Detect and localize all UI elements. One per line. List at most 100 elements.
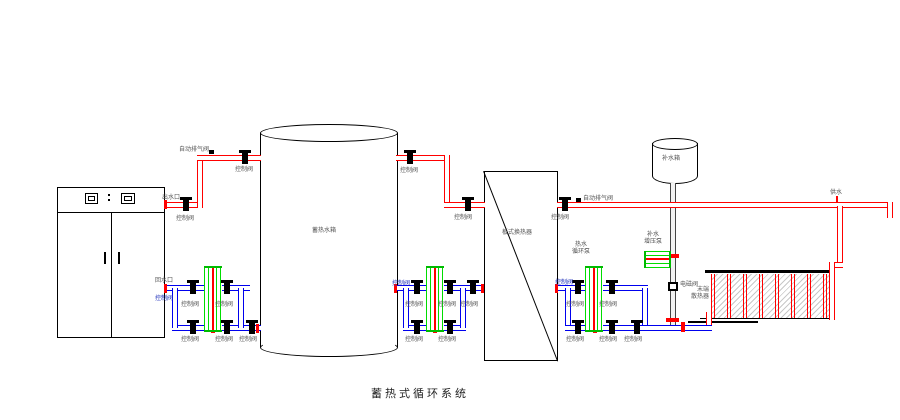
boiler-indicator-left-inner <box>88 196 95 201</box>
storage-tank-body <box>260 133 398 347</box>
valve-group3 <box>630 320 644 335</box>
group3-right-ubend <box>642 288 648 328</box>
control-valve-label: 控制阀 <box>566 336 585 343</box>
supply-label: 供水 <box>830 189 843 196</box>
solenoid-valve-label: 电磁阀 <box>680 281 699 288</box>
group3-top-header <box>558 285 648 291</box>
boiler-indicator-right-inner <box>124 196 132 201</box>
group2-circulation-pump <box>426 266 444 332</box>
outlet-port-label: 出水口 <box>162 194 181 201</box>
diagram-title: 蓄热式循环系统 <box>371 387 469 400</box>
heat-exchanger-body <box>484 171 558 361</box>
control-valve-label: 控制阀 <box>215 301 234 308</box>
valve-group2 <box>410 280 424 295</box>
valve-group2 <box>443 280 457 295</box>
control-valve-label: 控制阀 <box>155 295 174 302</box>
control-valve-label: 控制阀 <box>624 336 643 343</box>
auto-vent-label: 自动排气阀 <box>583 195 614 202</box>
control-valve-label: 控制阀 <box>551 214 570 221</box>
radiator-drop-elbow <box>829 262 843 268</box>
radiator-drop-pipe <box>837 206 843 266</box>
valve-tank-outlet <box>403 150 417 165</box>
control-valve-label: 控制阀 <box>176 215 195 222</box>
makeup-tank-label: 补水箱 <box>662 155 681 162</box>
boiler-door-divider <box>111 212 112 338</box>
return-pipe-flange <box>681 322 685 332</box>
control-valve-label: 控制阀 <box>405 336 424 343</box>
hx-left-flange <box>481 284 484 293</box>
group2-right-ubend <box>460 288 466 328</box>
makeup-booster-pump <box>644 251 671 268</box>
auto-vent-label: 自动排气阀 <box>179 146 210 153</box>
supply-label-tick <box>836 196 838 203</box>
control-valve-label: 控制阀 <box>599 301 618 308</box>
return-port-label: 回水口 <box>155 277 174 284</box>
control-valve-label: 控制阀 <box>438 336 457 343</box>
control-valve-label: 控制阀 <box>215 336 234 343</box>
group1-left-ubend <box>172 288 178 328</box>
valve-boiler-outlet <box>179 197 193 212</box>
valve-group1 <box>220 280 234 295</box>
radiator-label-line2: 散热器 <box>690 293 709 300</box>
boiler-door-handle-right <box>118 252 120 264</box>
control-valve-label: 控制阀 <box>405 301 424 308</box>
valve-group2 <box>443 320 457 335</box>
auto-vent-icon <box>576 198 581 202</box>
circulation-pump-label-line2: 循环泵 <box>571 248 590 255</box>
valve-group3 <box>571 320 585 335</box>
control-valve-label: 控制阀 <box>239 336 258 343</box>
valve-group2 <box>466 280 480 295</box>
valve-group1 <box>220 320 234 335</box>
control-valve-label: 控制阀 <box>555 279 574 286</box>
control-valve-label: 控制阀 <box>392 280 411 287</box>
valve-hx-outlet <box>558 197 572 212</box>
booster-pump-flange <box>666 254 679 258</box>
hx-inlet-pipe <box>444 202 485 208</box>
circulation-pump-label: 热水 循环泵 <box>569 241 593 255</box>
storage-tank-label: 蓄热水箱 <box>312 227 337 234</box>
boiler-door-handle-left <box>104 252 106 264</box>
control-valve-label: 控制阀 <box>400 167 419 174</box>
control-valve-label: 控制阀 <box>599 336 618 343</box>
radiator-label-line1: 末端 <box>696 286 709 293</box>
booster-pump-label-line2: 增压泵 <box>643 238 662 245</box>
booster-pump-label-line1: 补水 <box>646 231 659 238</box>
supply-end-hook <box>887 202 893 218</box>
valve-group3 <box>605 280 619 295</box>
makeup-tank-top <box>652 138 698 150</box>
radiator-body <box>711 274 829 318</box>
tank-inlet-pipe <box>197 155 261 161</box>
tank-outlet-pipe <box>396 155 450 161</box>
tank-right-flange <box>394 284 397 293</box>
valve-group1 <box>186 320 200 335</box>
control-valve-label: 控制阀 <box>181 336 200 343</box>
auto-vent-icon <box>209 150 214 154</box>
boiler-return-flange <box>164 284 167 293</box>
valve-group3 <box>605 320 619 335</box>
valve-group2 <box>410 320 424 335</box>
radiator-base-bar <box>688 321 758 323</box>
control-valve-label: 控制阀 <box>454 214 473 221</box>
radiator-top-bar <box>705 270 834 273</box>
heat-exchanger-label: 板式换热器 <box>502 229 533 236</box>
radiator-feed-pipe <box>829 262 835 320</box>
group1-right-ubend <box>238 288 244 328</box>
tank-left-flange <box>256 324 259 333</box>
circulation-pump-label-line1: 热水 <box>574 241 587 248</box>
control-valve-label: 控制阀 <box>438 301 457 308</box>
group2-left-ubend <box>403 288 409 328</box>
valve-group3 <box>571 280 585 295</box>
control-valve-label: 控制阀 <box>460 301 479 308</box>
control-valve-label: 控制阀 <box>566 301 585 308</box>
makeup-pipe-flange <box>666 318 679 322</box>
hx-drop-pipe <box>444 155 450 208</box>
hx-right-flange <box>555 284 558 293</box>
solenoid-valve-icon <box>668 282 678 291</box>
valve-group1 <box>186 280 200 295</box>
boiler-led-dot <box>108 194 110 196</box>
radiator-bottom-line <box>700 318 834 319</box>
control-valve-label: 控制阀 <box>181 301 200 308</box>
radiator-return-stub <box>706 312 712 328</box>
booster-pump-label: 补水 增压泵 <box>641 231 665 245</box>
